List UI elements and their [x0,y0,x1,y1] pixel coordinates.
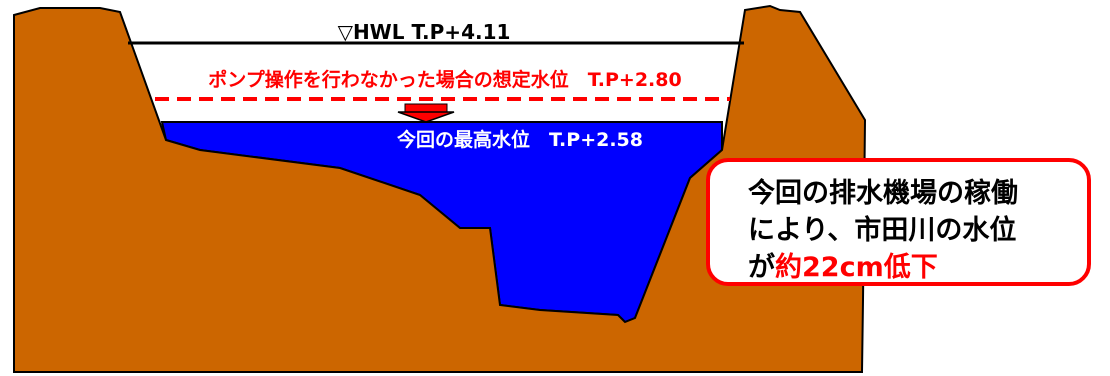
max-level-label: 今回の最高水位 T.P+2.58 [396,128,643,151]
callout-line-2: により、市田川の水位 [748,215,1017,246]
assumed-level-label: ポンプ操作を行わなかった場合の想定水位 T.P+2.80 [208,68,681,91]
earth-left-bank [13,4,867,373]
callout-line-3: が約22cm低下 [748,254,938,281]
callout-box: 今回の排水機場の稼働 により、市田川の水位 が約22cm低下 [706,158,1091,286]
callout-line-3-prefix: が [748,252,775,283]
callout-line-1: 今回の排水機場の稼働 [748,178,1018,209]
callout-highlight: 約22cm低下 [775,252,938,283]
down-arrow-icon [397,103,455,123]
hwl-label: ▽HWL T.P+4.11 [338,20,511,44]
